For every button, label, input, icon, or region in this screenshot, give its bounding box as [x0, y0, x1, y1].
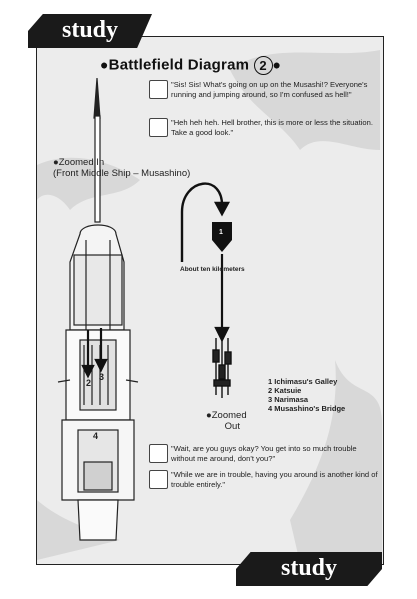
dialogue-line-1: "Sis! Sis! What's going on up on the Mus… — [171, 80, 368, 99]
study-banner-bottom: study — [236, 552, 382, 586]
dialogue-line-3: "Wait, are you guys okay? You get into s… — [171, 444, 357, 463]
marker-1: 1 — [219, 229, 223, 236]
study-banner-top: study — [28, 14, 152, 48]
zoomed-in-line2: (Front Middle Ship – Musashino) — [53, 168, 191, 179]
marker-3: 3 — [99, 372, 105, 382]
legend-text: Ichimasu's Galley — [274, 377, 338, 386]
sister-avatar-icon-2 — [149, 470, 168, 489]
dialogue-line-2: "Heh heh heh. Hell brother, this is more… — [171, 118, 373, 137]
legend-num: 1 — [268, 377, 273, 386]
title-text: Battlefield Diagram — [108, 56, 250, 74]
ship-legend: 1 Ichimasu's Galley 2 Katsuie 3 Narimasa… — [268, 377, 345, 413]
zoomed-out-line2: Out — [224, 421, 240, 432]
musashino-ship-drawing — [57, 77, 139, 541]
page-title: ●Battlefield Diagram 2● — [100, 56, 281, 75]
legend-text: Katsuie — [274, 386, 302, 395]
tree-branches-decoration — [37, 50, 382, 563]
legend-num: 2 — [268, 386, 273, 395]
ally-avatar-icon — [149, 444, 168, 463]
legend-item: 1 Ichimasu's Galley — [268, 377, 345, 386]
zoomed-in-label: ●Zoomed In (Front Middle Ship – Musashin… — [53, 157, 190, 179]
legend-item: 3 Narimasa — [268, 395, 345, 404]
marker-2: 2 — [86, 378, 92, 388]
fleet-silhouette — [212, 334, 232, 398]
legend-num: 4 — [268, 404, 273, 413]
zoomed-out-line1: Zoomed — [211, 410, 247, 421]
title-number-circle: 2 — [253, 56, 273, 75]
legend-num: 3 — [268, 395, 273, 404]
zoomed-out-label: ●Zoomed Out — [206, 410, 247, 432]
marker-4: 4 — [93, 431, 99, 441]
legend-text: Narimasa — [274, 395, 309, 404]
title-bullet-left: ● — [100, 56, 109, 73]
ship-attack-arrows — [81, 328, 108, 379]
dialogue-line-4: "While we are in trouble, having you aro… — [171, 470, 378, 489]
brother-avatar-icon — [149, 118, 168, 137]
zoom-path-arrow — [180, 182, 231, 262]
shield-marker-icon — [212, 222, 232, 252]
zoomed-out-bullet: ● — [206, 410, 212, 421]
sister-avatar-icon — [149, 80, 168, 99]
legend-item: 2 Katsuie — [268, 386, 345, 395]
legend-item: 4 Musashino's Bridge — [268, 404, 345, 413]
title-bullet-right: ● — [272, 56, 282, 73]
zoomed-in-line1: Zoomed In — [58, 157, 105, 168]
distance-label: About ten kilometers — [180, 266, 245, 273]
zoomed-in-bullet: ● — [53, 157, 59, 168]
legend-text: Musashino's Bridge — [274, 404, 346, 413]
